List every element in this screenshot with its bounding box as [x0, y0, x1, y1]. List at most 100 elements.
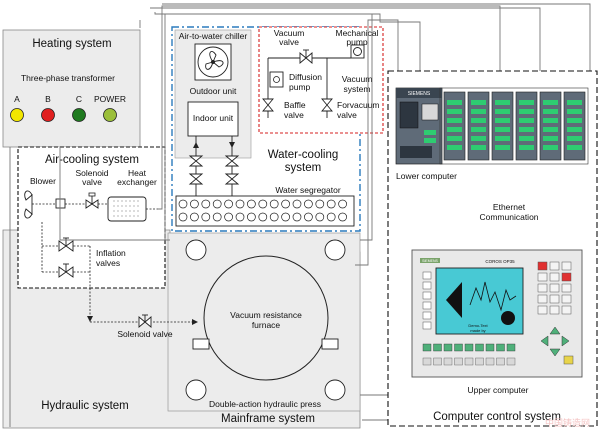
lamp-label: C: [76, 94, 82, 104]
chiller-panel: [174, 29, 252, 159]
hmi-key: [422, 357, 432, 366]
plc-led: [567, 127, 582, 132]
hmi-numkey: [537, 272, 548, 282]
segregator-port: [235, 212, 245, 222]
segregator-port: [247, 212, 256, 222]
segregator-port: [269, 212, 279, 222]
plc-led: [567, 145, 582, 150]
connection-lines: [9, 3, 591, 427]
plc-led: [495, 100, 510, 105]
hmi-fkey: [422, 281, 432, 290]
segregator-port: [201, 199, 211, 209]
segregator-port: [281, 212, 290, 222]
hmi-model: COROS OP35: [485, 259, 515, 264]
plc-led: [495, 136, 510, 141]
transformer-label: Three-phase transformer: [21, 73, 115, 83]
column-top-left: [185, 239, 207, 261]
plc-led: [519, 127, 534, 132]
segregator-port: [292, 199, 302, 209]
segregator-port: [178, 199, 188, 209]
hmi-key: [433, 357, 442, 366]
indicator-lamp-power: [103, 108, 117, 122]
mainframe-solenoid-label: Solenoid valve: [117, 329, 173, 339]
hmi-arrow-keys: [540, 326, 570, 357]
plc-led: [447, 127, 462, 132]
hmi-keypad: [422, 261, 574, 366]
furnace-body: [203, 255, 329, 381]
diffusion-pump-icon: [269, 71, 284, 88]
hmi-numkey: [549, 283, 560, 293]
hmi-brand-badge: [420, 258, 440, 263]
hmi-numkey: [561, 305, 572, 315]
mainframe-title: Mainframe system: [221, 413, 315, 425]
forvacuum-valve-icon: [321, 98, 333, 112]
plc-brand: SIEMENS: [408, 91, 431, 97]
hmi-softkey: [443, 343, 453, 352]
fan-icon: [194, 43, 232, 81]
hmi-key: [443, 357, 453, 366]
segregator-port: [292, 212, 302, 222]
plc-led: [519, 145, 534, 150]
plc-led: [471, 109, 486, 114]
hmi-fkey: [422, 311, 432, 320]
segregator-port: [178, 212, 188, 222]
lamp-label: A: [14, 94, 20, 104]
plc-header: [396, 88, 442, 98]
plc-led: [471, 118, 486, 123]
plc-led: [471, 136, 486, 141]
plc-led: [543, 145, 558, 150]
segregator-port: [235, 199, 245, 209]
hmi-softkey: [475, 343, 484, 352]
upper-computer-label: Upper computer: [468, 385, 529, 395]
hmi-key: [475, 357, 484, 366]
hmi-numkey: [537, 283, 548, 293]
hydraulic-title: Hydraulic system: [41, 400, 129, 412]
segregator-port: [212, 212, 222, 222]
hmi-numkey: [549, 294, 560, 304]
plc-led: [543, 100, 558, 105]
segregator-port: [315, 199, 325, 209]
hmi-enter-key: [563, 355, 574, 365]
plc-led: [495, 145, 510, 150]
hmi-numkey: [549, 261, 560, 271]
segregator-port: [315, 212, 325, 222]
plc-led: [495, 118, 510, 123]
segregator-port: [338, 212, 347, 222]
plc-led: [447, 109, 462, 114]
hmi-fkey: [422, 291, 432, 300]
segregator-port: [212, 199, 222, 209]
segregator-ports: [178, 199, 347, 222]
chiller-title: Air-to-water chiller: [179, 31, 248, 41]
heating-system: Heating system Three-phase transformer A…: [2, 29, 141, 148]
heating-title: Heating system: [32, 38, 111, 50]
column-bottom-right: [324, 379, 346, 401]
blower-label: Blower: [30, 176, 56, 186]
segregator-port: [326, 199, 336, 209]
hmi-numkey: [561, 272, 572, 282]
hmi-numkey: [561, 261, 572, 271]
indicator-lamp-a: [10, 108, 24, 122]
indoor-unit-label: Indoor unit: [193, 113, 234, 123]
plc-led: [495, 109, 510, 114]
segregator-port: [201, 212, 211, 222]
hmi-softkey: [496, 343, 505, 352]
segregator-port: [247, 199, 256, 209]
plc-led: [447, 118, 462, 123]
furnace-port-left: [192, 338, 210, 350]
hmi-numkey: [537, 261, 548, 271]
plc-led: [519, 100, 534, 105]
hmi-softkey: [485, 343, 495, 352]
